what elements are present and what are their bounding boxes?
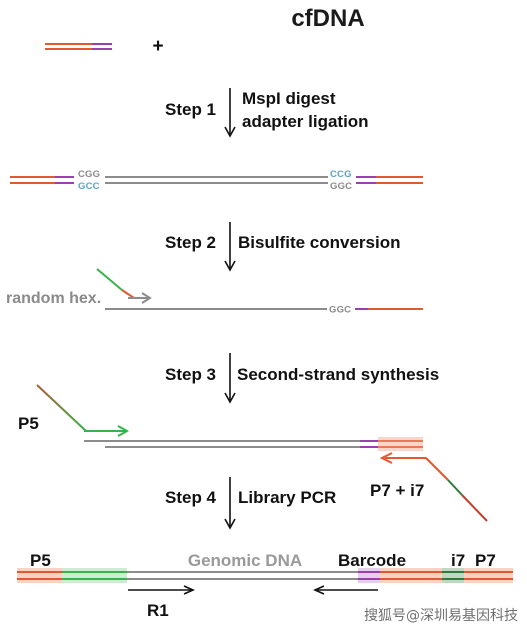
p5-label-step3: P5 xyxy=(18,414,39,433)
nuc-left-bottom: GCC xyxy=(78,181,100,192)
step-3-label: Step 3 xyxy=(165,365,216,384)
reverse-read-arrow xyxy=(313,585,378,595)
plus-sign: + xyxy=(152,36,163,57)
p5-label-final: P5 xyxy=(30,551,51,570)
nuc-right-top: CCG xyxy=(330,169,352,180)
p7-i7-label: P7 + i7 xyxy=(370,481,424,500)
p5-primer-extension xyxy=(36,384,130,437)
cfdna-title: cfDNA xyxy=(291,5,364,32)
r1-read-arrow xyxy=(128,585,195,595)
step-1-desc-line-1: MspI digest xyxy=(242,89,336,108)
step-2-desc: Bisulfite conversion xyxy=(238,233,400,252)
step-arrow-3 xyxy=(224,353,236,404)
adapter-initial xyxy=(45,43,112,50)
nuc-right-bottom: GGC xyxy=(330,181,352,192)
second-strand-duplex xyxy=(84,437,423,451)
i7-label: i7 xyxy=(451,551,465,570)
step-arrow-4 xyxy=(224,477,236,530)
final-library-construct xyxy=(17,568,513,583)
watermark: 搜狐号@深圳易基因科技 xyxy=(342,601,524,629)
step-4-label: Step 4 xyxy=(165,488,217,507)
r1-label: R1 xyxy=(147,601,169,620)
barcode-label: Barcode xyxy=(338,551,406,570)
p7-i7-primer xyxy=(379,452,488,522)
random-hexamer-primer xyxy=(96,268,152,304)
nuc-converted: GGC xyxy=(329,305,351,316)
cfdna-strand xyxy=(197,43,492,50)
step-arrow-1 xyxy=(224,88,236,138)
step-4-desc: Library PCR xyxy=(238,488,336,507)
step-arrow-2 xyxy=(224,222,236,272)
step-3-desc: Second-strand synthesis xyxy=(237,365,439,384)
step-1-label: Step 1 xyxy=(165,100,216,119)
genomic-dna-label: Genomic DNA xyxy=(188,551,302,570)
random-hex-label: random hex. xyxy=(6,290,101,307)
step-2-label: Step 2 xyxy=(165,233,216,252)
step-1-desc-line-2: adapter ligation xyxy=(242,112,369,131)
ligated-fragment xyxy=(10,176,423,184)
nuc-left-top: CGG xyxy=(78,169,100,180)
p7-label: P7 xyxy=(475,551,496,570)
